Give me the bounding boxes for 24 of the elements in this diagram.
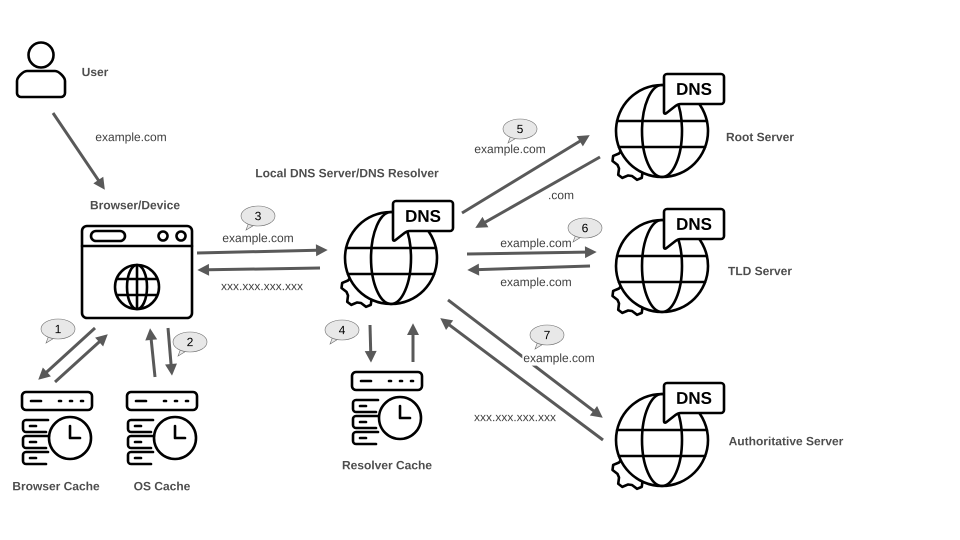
edge-label: example.com: [473, 143, 547, 157]
step-bubble: 4: [324, 320, 360, 345]
node-label: OS Cache: [134, 482, 190, 490]
node-label: Authoritative Server: [728, 436, 844, 446]
edge-label: example.com: [221, 232, 295, 246]
edge-label: .com: [547, 192, 575, 200]
node-label: Root Server: [726, 132, 794, 142]
step-bubble: 2: [172, 332, 208, 357]
step-bubble: 1: [40, 318, 76, 344]
edge-label: xxx.xxx.xxx.xxx: [473, 414, 557, 422]
edge-label: xxx.xxx.xxx.xxx: [220, 282, 304, 292]
edge-label: example.com: [499, 237, 573, 251]
step-bubble: 7: [530, 324, 564, 350]
edge-label: example.com: [499, 276, 573, 290]
step-bubble: 3: [240, 206, 276, 231]
node-label: Browser Cache: [13, 482, 100, 490]
node-label: Resolver Cache: [342, 460, 432, 470]
edge-label: example.com: [94, 131, 168, 145]
node-label: User: [82, 68, 108, 76]
node-label: TLD Server: [728, 266, 792, 276]
node-label: Browser/Device: [90, 200, 180, 210]
step-bubble: 5: [502, 118, 538, 144]
node-label: Local DNS Server/DNS Resolver: [256, 168, 438, 178]
edge-label: example.com: [522, 352, 596, 366]
